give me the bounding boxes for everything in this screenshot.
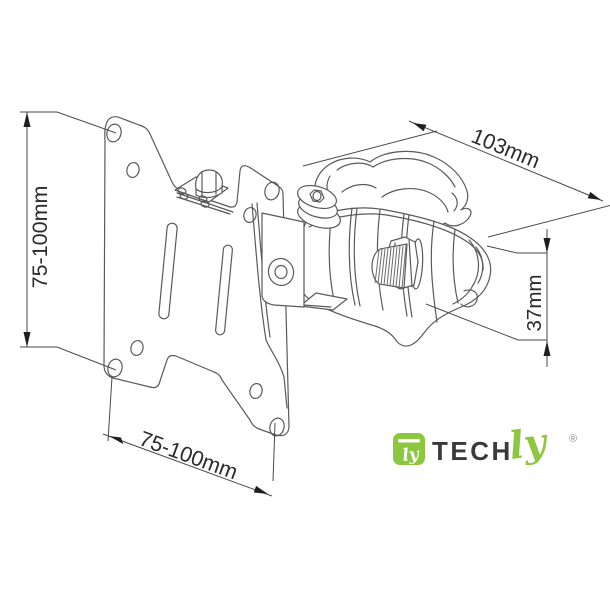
logo-brand-suffix: ly bbox=[507, 418, 552, 467]
dimension-label-clamp-width: 103mm bbox=[468, 124, 543, 174]
arrowhead-left bbox=[413, 123, 427, 132]
hinge-bracket bbox=[261, 212, 305, 308]
techly-logo: ly TECH ly ® bbox=[393, 418, 577, 468]
dimension-label-vesa-horizontal: 75-100mm bbox=[136, 426, 241, 484]
arrowhead-left bbox=[109, 436, 124, 445]
adjustment-rail bbox=[176, 187, 234, 215]
dimension-label-clamp-height: 37mm bbox=[523, 275, 546, 332]
arrowhead-right bbox=[587, 191, 601, 200]
dimension-right: 37mm bbox=[425, 229, 551, 367]
arrowhead-down bbox=[543, 238, 551, 253]
logo-brand-text: TECH bbox=[432, 436, 513, 466]
techly-logo-icon-monogram: ly bbox=[401, 444, 420, 466]
pivot-boss bbox=[267, 257, 295, 287]
hex-socket-bolt bbox=[296, 184, 341, 229]
dome-nut bbox=[174, 169, 229, 203]
arrowhead-up bbox=[23, 112, 31, 127]
arrowhead-down bbox=[23, 332, 31, 347]
arrowhead-right bbox=[253, 485, 268, 494]
registered-trademark-icon: ® bbox=[569, 433, 577, 445]
dimension-vertical-left: 75-100mm bbox=[20, 111, 117, 371]
mounting-slots bbox=[158, 222, 233, 336]
dimension-label-vesa-vertical: 75-100mm bbox=[28, 186, 52, 289]
vesa-plate bbox=[103, 116, 290, 437]
techly-logo-icon-bar bbox=[398, 439, 420, 443]
arrowhead-up bbox=[543, 341, 551, 356]
threaded-bolt bbox=[371, 236, 424, 290]
vesa-holes bbox=[106, 123, 285, 437]
